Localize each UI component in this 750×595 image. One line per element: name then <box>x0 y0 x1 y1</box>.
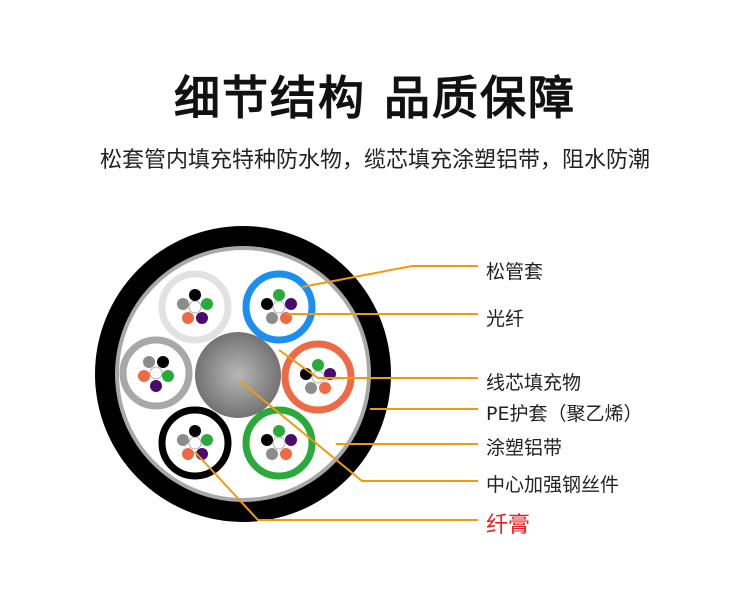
loose-tube-white <box>158 270 232 344</box>
loose-tube-black <box>158 406 232 480</box>
loose-tube-gray <box>119 336 193 410</box>
loose-tube-blue <box>242 270 316 344</box>
label-fiber-gel: 纤膏 <box>486 513 531 538</box>
page-title: 细节结构 品质保障 <box>173 71 576 125</box>
label-loose-tube: 松管套 <box>486 261 544 283</box>
label-central-steel-member: 中心加强钢丝件 <box>486 474 620 496</box>
leader-core-filler <box>278 349 478 379</box>
leader-loose-tube <box>301 265 478 288</box>
leader-lines <box>194 265 478 521</box>
label-pe-sheath: PE护套（聚乙烯） <box>486 403 643 425</box>
page-subtitle: 松套管内填充特种防水物，缆芯填充涂塑铝带，阻水防潮 <box>99 148 650 173</box>
label-coated-aluminum-tape: 涂塑铝带 <box>486 437 563 459</box>
loose-tube-green <box>242 406 316 480</box>
label-optical-fiber: 光纤 <box>486 308 525 330</box>
leader-fiber-gel <box>194 451 478 521</box>
leader-steel-member <box>239 380 478 482</box>
label-core-filler: 线芯填充物 <box>486 372 582 394</box>
